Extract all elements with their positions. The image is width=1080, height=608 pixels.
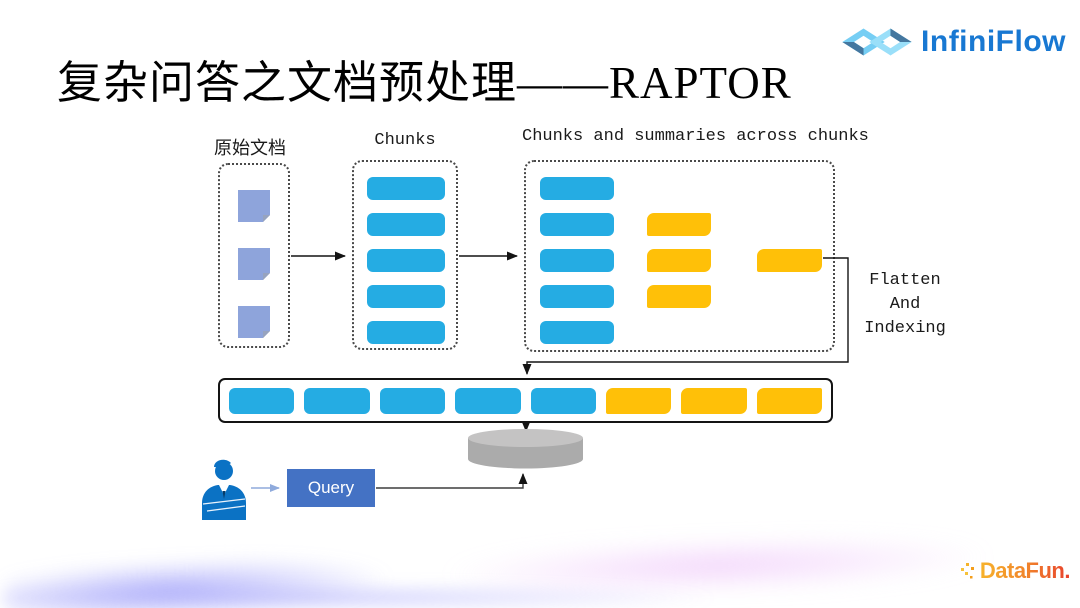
label-summaries: Chunks and summaries across chunks bbox=[522, 127, 869, 146]
bar-chunk-rect bbox=[304, 387, 370, 414]
chunk-rect bbox=[540, 285, 614, 308]
bar-summary-rect bbox=[605, 387, 672, 414]
chunk-rect bbox=[367, 321, 445, 344]
chunk-rect bbox=[540, 213, 614, 236]
infiniflow-mark-icon bbox=[842, 28, 912, 56]
flatten-line-3: Indexing bbox=[864, 319, 946, 338]
chunk-rect bbox=[540, 249, 614, 272]
source-docs-box bbox=[218, 163, 290, 348]
summary-rect bbox=[647, 285, 711, 308]
doc-note bbox=[238, 190, 270, 222]
wave-decoration-strip bbox=[0, 584, 900, 608]
chunk-rect bbox=[367, 285, 445, 308]
page-title: 复杂问答之文档预处理——RAPTOR bbox=[57, 58, 792, 108]
summary-chunks-column bbox=[540, 177, 614, 344]
doc-note bbox=[238, 248, 270, 280]
wave-decoration-blue bbox=[5, 540, 587, 608]
flatten-line-2: And bbox=[889, 295, 921, 314]
query-box: Query bbox=[287, 469, 375, 507]
user-icon bbox=[202, 459, 246, 520]
summaries-box bbox=[524, 160, 835, 352]
wave-decoration-pink bbox=[299, 530, 1061, 604]
flatten-line-1: Flatten bbox=[869, 271, 941, 290]
datafun-logo: DataFun. bbox=[960, 558, 1071, 584]
chunk-rect bbox=[540, 177, 614, 200]
query-to-db-connector bbox=[376, 473, 528, 489]
label-chunks: Chunks bbox=[374, 131, 436, 150]
label-source-docs: 原始文档 bbox=[214, 138, 286, 158]
database-cylinder-icon bbox=[468, 429, 583, 469]
summary-rect bbox=[647, 213, 711, 236]
datafun-logo-text: DataFun. bbox=[979, 558, 1071, 583]
datafun-dots-icon bbox=[960, 563, 974, 579]
label-flatten-indexing: Flatten And Indexing bbox=[843, 269, 967, 341]
infiniflow-logo: InfiniFlow bbox=[840, 16, 1066, 68]
summary-root-column bbox=[757, 249, 822, 272]
doc-note bbox=[238, 306, 270, 338]
summary-rect bbox=[757, 249, 822, 272]
chunk-rect bbox=[540, 321, 614, 344]
bar-chunk-rect bbox=[530, 387, 596, 414]
bar-summary-rect bbox=[681, 387, 747, 414]
flattened-index-bar bbox=[218, 378, 833, 423]
bar-chunk-rect bbox=[229, 387, 295, 414]
chunk-rect bbox=[367, 177, 445, 200]
bar-summary-rect bbox=[756, 387, 822, 414]
chunk-rect bbox=[367, 213, 445, 236]
infiniflow-logo-text: InfiniFlow bbox=[921, 25, 1066, 58]
summary-rect bbox=[647, 249, 711, 272]
chunks-box bbox=[352, 160, 458, 350]
summary-mid-column bbox=[647, 213, 711, 308]
query-label: Query bbox=[307, 478, 355, 497]
bar-chunk-rect bbox=[379, 387, 446, 414]
chunk-rect bbox=[367, 249, 445, 272]
bar-chunk-rect bbox=[455, 387, 521, 414]
